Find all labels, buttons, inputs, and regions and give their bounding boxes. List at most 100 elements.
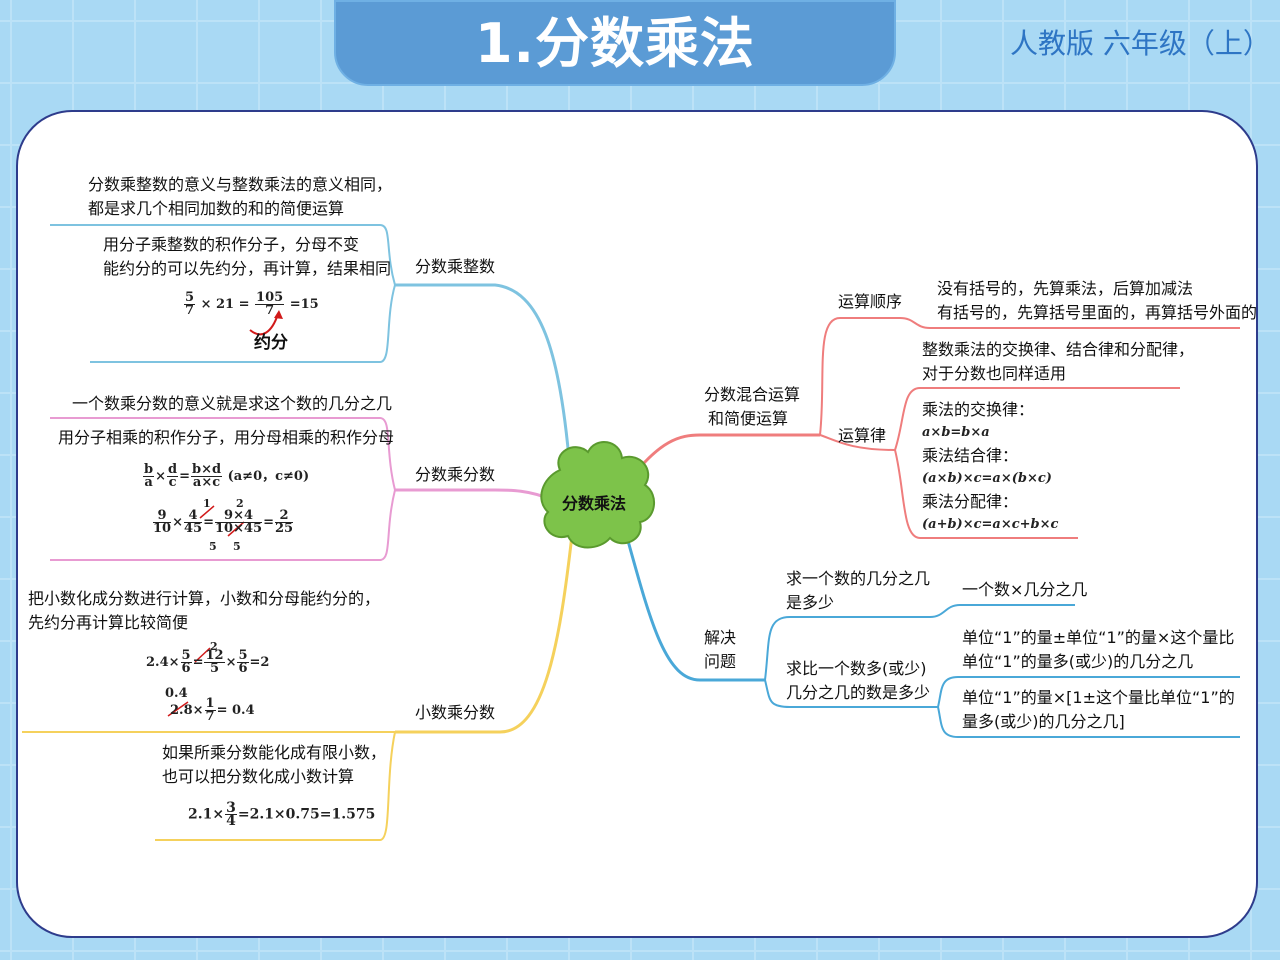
- branch-line-mixed: [626, 433, 820, 483]
- fraction-denominator: c: [168, 475, 177, 490]
- strike-45: [227, 521, 245, 537]
- decimal-note2-line1: 如果所乘分数能化成有限小数，: [162, 743, 387, 762]
- fraction-numerator: 2: [274, 509, 294, 523]
- branch-label-solve-line2: 问题: [704, 652, 737, 671]
- strike-28: [167, 701, 189, 717]
- branch-label-mixed-line2: 和简便运算: [708, 409, 789, 428]
- subline-law: [819, 434, 896, 451]
- q1-line2: 是多少: [786, 593, 835, 612]
- formula-operator: × 21 =: [200, 297, 250, 312]
- frac-int-note2-line2: 能约分的可以先约分，再计算，结果相同: [103, 259, 392, 278]
- branch-line-frac-int: [395, 283, 572, 471]
- formula-result: =2.1×0.75=1.575: [237, 806, 376, 823]
- law-distributive-name: 乘法分配律：: [922, 492, 1019, 511]
- fraction-numerator: b×d: [191, 462, 223, 477]
- subline-order: [819, 317, 1240, 436]
- law-distributive-expr: (a+b)×c=a×c+b×c: [922, 517, 1059, 532]
- order-text-line1: 没有括号的，先算乘法，后算加减法: [937, 279, 1194, 298]
- fraction-denominator: 7: [265, 303, 275, 318]
- branch-line-solve: [623, 529, 765, 682]
- page-title: 1.分数乘法: [474, 12, 756, 75]
- formula-result: =15: [289, 297, 319, 312]
- subline-a3: [937, 706, 1240, 738]
- fraction-denominator: 4: [226, 813, 236, 829]
- fraction-denominator: 6: [181, 661, 191, 676]
- a2-line2: 单位“1”的量多(或少)的几分之几: [962, 652, 1194, 671]
- subline-q2: [764, 679, 938, 708]
- fraction-denominator: 7: [205, 709, 215, 724]
- fraction-numerator: 5: [237, 648, 249, 663]
- reduce-arrow-head: [274, 310, 283, 319]
- formula-lead: 2.4×: [146, 655, 180, 670]
- decimal-note1-line1: 把小数化成分数进行计算，小数和分母能约分的，: [28, 589, 381, 608]
- branch-label-frac-int: 分数乘整数: [415, 257, 496, 276]
- law-commutative-expr: a×b=b×a: [922, 425, 990, 440]
- fraction-numerator: 9×4: [215, 509, 263, 523]
- frac-int-note2-line1: 用分子乘整数的积作分子，分母不变: [103, 235, 360, 254]
- subline-q1: [764, 604, 1075, 681]
- edition-label: 人教版 六年级（上）: [1010, 27, 1271, 60]
- fraction-numerator: 5: [180, 648, 192, 663]
- fraction-numerator: 3: [225, 800, 237, 816]
- fraction-denominator: 10: [153, 521, 172, 536]
- reduce-top-decimal: 2: [210, 640, 218, 653]
- reduce-note: 约分: [254, 333, 288, 353]
- law-associative-expr: (a×b)×c=a×(b×c): [922, 471, 1052, 486]
- fraction-numerator: 12: [204, 648, 225, 663]
- a3-line2: 量多(或少)的几分之几]: [962, 712, 1125, 731]
- law-intro-line1: 整数乘法的交换律、结合律和分配律，: [922, 340, 1195, 359]
- reduce-bottom-2: 5: [233, 540, 241, 553]
- branch-line-frac-frac: [395, 488, 553, 502]
- branch-line-decimal-frac: [395, 534, 574, 734]
- reduce-top-2: 2: [236, 497, 244, 510]
- fraction-denominator: 25: [274, 521, 294, 536]
- a3-line1: 单位“1”的量×[1±这个量比单位“1”的: [962, 688, 1235, 707]
- fraction-numerator: 9: [153, 509, 172, 523]
- center-cloud: [540, 441, 655, 549]
- branch-label-frac-frac: 分数乘分数: [415, 465, 496, 484]
- subline-law-intro: [894, 387, 1180, 451]
- law-commutative-name: 乘法的交换律：: [922, 400, 1035, 419]
- subline-frac-int: [50, 224, 396, 286]
- frac-int-note1-line1: 分数乘整数的意义与整数乘法的意义相同，: [88, 175, 393, 194]
- subline-frac-frac: [50, 417, 396, 491]
- fraction-numerator: d: [167, 462, 179, 477]
- fraction-numerator: 105: [255, 290, 285, 305]
- order-label: 运算顺序: [838, 292, 903, 311]
- formula-lead: 2.1×: [188, 806, 225, 823]
- order-text-line2: 有括号的，先算括号里面的，再算括号外面的: [937, 303, 1258, 322]
- title-tab: [334, 0, 896, 86]
- subline-frac-frac-2: [50, 489, 396, 561]
- subline-frac-int-2: [90, 284, 396, 363]
- formula-result: = 0.4: [216, 703, 255, 718]
- law-associative-name: 乘法结合律：: [922, 446, 1019, 465]
- a1: 一个数×几分之几: [962, 580, 1088, 599]
- branch-label-solve-line1: 解决: [704, 628, 737, 647]
- formula-result: =2: [249, 655, 270, 670]
- fraction-denominator: 7: [185, 303, 195, 318]
- reduce-bottom-1: 5: [209, 540, 217, 553]
- fraction-numerator: 1: [204, 696, 216, 711]
- reduce-top-1: 1: [203, 497, 211, 510]
- fraction-denominator: a: [144, 475, 153, 490]
- fraction-denominator: 10×45: [215, 521, 263, 536]
- fraction-denominator: a×c: [192, 475, 221, 490]
- frac-frac-note1: 一个数乘分数的意义就是求这个数的几分之几: [72, 394, 393, 413]
- frac-int-note1-line2: 都是求几个相同加数的和的简便运算: [88, 199, 345, 218]
- branch-label-mixed-line1: 分数混合运算: [704, 385, 801, 404]
- fraction-denominator: 6: [238, 661, 248, 676]
- fraction-numerator: 5: [184, 290, 196, 305]
- fraction-denominator: 45: [184, 521, 203, 536]
- q2-line1: 求比一个数多(或少): [786, 659, 927, 678]
- q1-line1: 求一个数的几分之几: [786, 569, 931, 588]
- strike-12: [194, 647, 211, 663]
- decimal-note2-line2: 也可以把分数化成小数计算: [162, 767, 355, 786]
- center-node-label: 分数乘法: [561, 494, 626, 513]
- a2-line1: 单位“1”的量±单位“1”的量×这个量比: [962, 628, 1235, 647]
- subline-decimal-2: [155, 731, 396, 841]
